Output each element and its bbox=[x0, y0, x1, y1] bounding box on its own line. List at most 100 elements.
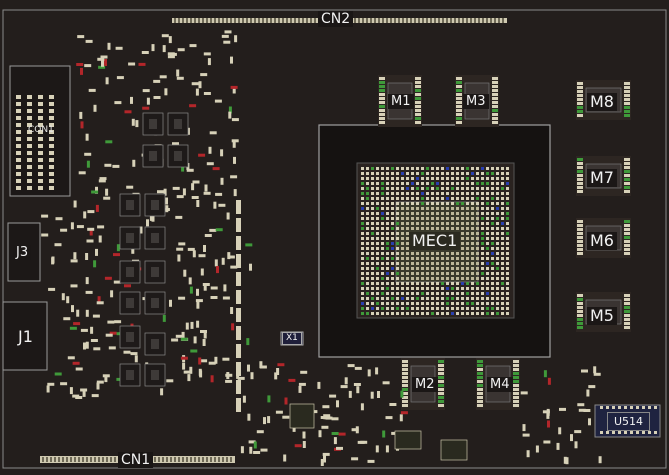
column-pad bbox=[236, 218, 241, 232]
mec1-ball bbox=[461, 267, 464, 270]
mosfet-pad bbox=[624, 114, 630, 117]
con1-pin bbox=[27, 158, 32, 162]
mec1-ball bbox=[481, 247, 484, 250]
mec1-ball bbox=[446, 272, 449, 275]
mec1-ball bbox=[431, 217, 434, 220]
smd-component bbox=[323, 416, 331, 420]
power-ic-die bbox=[126, 200, 134, 210]
mec1-ball bbox=[411, 227, 414, 230]
mec1-ball bbox=[486, 227, 489, 230]
mec1-ball bbox=[441, 227, 444, 230]
column-pad bbox=[236, 290, 241, 304]
mec1-ball bbox=[471, 282, 474, 285]
mec1-ball bbox=[451, 197, 454, 200]
mec1-ball bbox=[376, 242, 379, 245]
smd-component bbox=[107, 42, 111, 50]
mec1-ball bbox=[426, 252, 429, 255]
mec1-ball bbox=[366, 187, 369, 190]
mec1-ball bbox=[426, 272, 429, 275]
mec1-ball bbox=[491, 302, 494, 305]
mec1-ball bbox=[461, 182, 464, 185]
mec1-ball bbox=[401, 277, 404, 280]
mec1-ball bbox=[481, 227, 484, 230]
smd-component bbox=[167, 52, 175, 56]
mec1-ball bbox=[486, 232, 489, 235]
cn1-pin bbox=[210, 457, 212, 462]
mosfet-pad bbox=[577, 298, 583, 301]
mec1-ball bbox=[466, 262, 469, 265]
mec1-ball bbox=[506, 242, 509, 245]
mosfet-pad bbox=[577, 322, 583, 325]
mosfet-pad bbox=[577, 94, 583, 97]
smd-component bbox=[72, 361, 80, 365]
smd-component bbox=[113, 253, 120, 257]
mosfet-pad bbox=[577, 174, 583, 177]
mec1-ball bbox=[381, 282, 384, 285]
mec1-ball bbox=[401, 217, 404, 220]
cn2-pin bbox=[462, 18, 464, 23]
smd-component bbox=[153, 79, 161, 83]
mec1-ball bbox=[421, 192, 424, 195]
smd-component bbox=[230, 307, 234, 314]
smd-component bbox=[165, 205, 169, 213]
smd-component bbox=[71, 305, 74, 313]
mec1-ball bbox=[496, 237, 499, 240]
mec1-ball bbox=[481, 232, 484, 235]
mosfet-pad bbox=[456, 113, 462, 116]
mec1-ball bbox=[421, 197, 424, 200]
mec1-ball bbox=[361, 217, 364, 220]
smd-component bbox=[385, 416, 393, 420]
mec1-ball bbox=[391, 177, 394, 180]
con1-pin bbox=[49, 123, 54, 127]
smd-component bbox=[70, 284, 78, 288]
mec1-ball bbox=[386, 192, 389, 195]
mosfet-pad bbox=[438, 388, 444, 391]
smd-component bbox=[85, 277, 89, 285]
mec1-ball bbox=[506, 172, 509, 175]
smd-component bbox=[48, 287, 56, 291]
smd-component bbox=[340, 385, 348, 389]
mec1-ball bbox=[421, 222, 424, 225]
mec1-ball bbox=[466, 257, 469, 260]
mosfet-pad bbox=[577, 326, 583, 329]
mec1-ball bbox=[461, 177, 464, 180]
mec1-ball bbox=[381, 242, 384, 245]
mec1-ball bbox=[411, 257, 414, 260]
con1-pin bbox=[38, 123, 43, 127]
smd-component bbox=[203, 52, 211, 56]
mec1-ball bbox=[466, 302, 469, 305]
smd-component bbox=[76, 309, 80, 317]
mec1-ball bbox=[371, 242, 374, 245]
cn2-pin bbox=[434, 18, 436, 23]
mec1-ball bbox=[456, 277, 459, 280]
mec1-ball bbox=[461, 297, 464, 300]
mec1-ball bbox=[471, 257, 474, 260]
mec1-ball bbox=[496, 197, 499, 200]
cn1-pin bbox=[190, 457, 192, 462]
mosfet-pad bbox=[379, 85, 385, 88]
mec1-ball bbox=[416, 287, 419, 290]
smd-component bbox=[90, 326, 94, 334]
mec1-ball bbox=[436, 192, 439, 195]
mec1-ball bbox=[361, 172, 364, 175]
cn1-pin bbox=[178, 457, 180, 462]
mosfet-pad bbox=[379, 121, 385, 124]
mec1-ball bbox=[456, 272, 459, 275]
smd-component bbox=[80, 388, 88, 392]
mec1-ball bbox=[451, 222, 454, 225]
mec1-ball bbox=[501, 292, 504, 295]
mec1-ball bbox=[471, 252, 474, 255]
mosfet-pad bbox=[415, 93, 421, 96]
cn1-pin bbox=[170, 457, 172, 462]
mosfet-pad bbox=[402, 388, 408, 391]
mosfet-pad bbox=[379, 97, 385, 100]
mosfet-pad bbox=[577, 252, 583, 255]
mec1-ball bbox=[476, 167, 479, 170]
con1-pin bbox=[16, 95, 21, 99]
mosfet-pad bbox=[624, 224, 630, 227]
mec1-ball bbox=[361, 307, 364, 310]
mec1-ball bbox=[416, 302, 419, 305]
smd-component bbox=[41, 214, 49, 218]
con1-pin bbox=[16, 165, 21, 169]
smd-component bbox=[302, 431, 306, 439]
